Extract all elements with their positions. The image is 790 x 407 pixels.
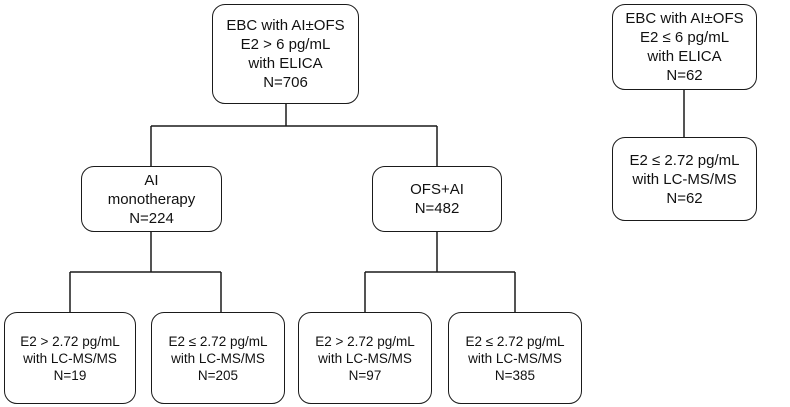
node-ai-e2-high-count: N=19 <box>53 367 87 383</box>
node-ofs-e2-low-line-2: with LC-MS/MS <box>468 350 562 366</box>
node-elica-low-count: N=62 <box>666 67 703 84</box>
node-ai-e2-high-line-1: E2 > 2.72 pg/mL <box>20 333 120 349</box>
node-ofs-e2-high: E2 > 2.72 pg/mL with LC-MS/MS N=97 <box>298 312 432 404</box>
node-ofs-e2-high-line-1: E2 > 2.72 pg/mL <box>315 333 415 349</box>
node-ai-monotherapy-line-1: AI <box>144 171 159 189</box>
node-elica-high-line-2: E2 > 6 pg/mL <box>240 36 331 53</box>
node-ofs-e2-low-line-1: E2 ≤ 2.72 pg/mL <box>465 333 565 349</box>
node-elica-low-lcms-line-2: with LC-MS/MS <box>632 170 737 188</box>
node-elica-high-line-1: EBC with AI±OFS <box>226 17 345 34</box>
node-elica-low-line-2: E2 ≤ 6 pg/mL <box>639 29 730 46</box>
node-ofs-e2-low: E2 ≤ 2.72 pg/mL with LC-MS/MS N=385 <box>448 312 582 404</box>
node-ai-e2-low-line-1: E2 ≤ 2.72 pg/mL <box>168 333 268 349</box>
node-elica-high: EBC with AI±OFS E2 > 6 pg/mL with ELICA … <box>212 4 359 104</box>
node-elica-low-line-3: with ELICA <box>647 48 722 65</box>
node-ofs-e2-high-count: N=97 <box>348 367 382 383</box>
node-elica-high-count: N=706 <box>263 74 308 91</box>
node-ofs-e2-low-count: N=385 <box>494 367 536 383</box>
node-ai-monotherapy: AI monotherapy N=224 <box>81 166 222 232</box>
node-ofs-e2-high-line-2: with LC-MS/MS <box>318 350 412 366</box>
node-ai-e2-low-count: N=205 <box>197 367 239 383</box>
node-ofs-ai-count: N=482 <box>414 200 460 217</box>
node-ai-e2-low: E2 ≤ 2.72 pg/mL with LC-MS/MS N=205 <box>151 312 285 404</box>
node-elica-low-lcms-line-1: E2 ≤ 2.72 pg/mL <box>629 151 740 169</box>
node-elica-high-line-3: with ELICA <box>248 55 323 72</box>
node-elica-low-line-1: EBC with AI±OFS <box>625 10 744 27</box>
node-ai-monotherapy-line-2: monotherapy <box>107 190 196 208</box>
node-ofs-ai: OFS+AI N=482 <box>372 166 502 232</box>
node-elica-low: EBC with AI±OFS E2 ≤ 6 pg/mL with ELICA … <box>612 4 757 90</box>
node-ai-e2-high-line-2: with LC-MS/MS <box>23 350 117 366</box>
node-elica-low-lcms: E2 ≤ 2.72 pg/mL with LC-MS/MS N=62 <box>612 137 757 221</box>
node-ai-e2-high: E2 > 2.72 pg/mL with LC-MS/MS N=19 <box>4 312 136 404</box>
node-ai-monotherapy-count: N=224 <box>129 209 174 227</box>
node-elica-low-lcms-count: N=62 <box>666 189 703 207</box>
node-ofs-ai-line-1: OFS+AI <box>410 181 464 198</box>
node-ai-e2-low-line-2: with LC-MS/MS <box>171 350 265 366</box>
